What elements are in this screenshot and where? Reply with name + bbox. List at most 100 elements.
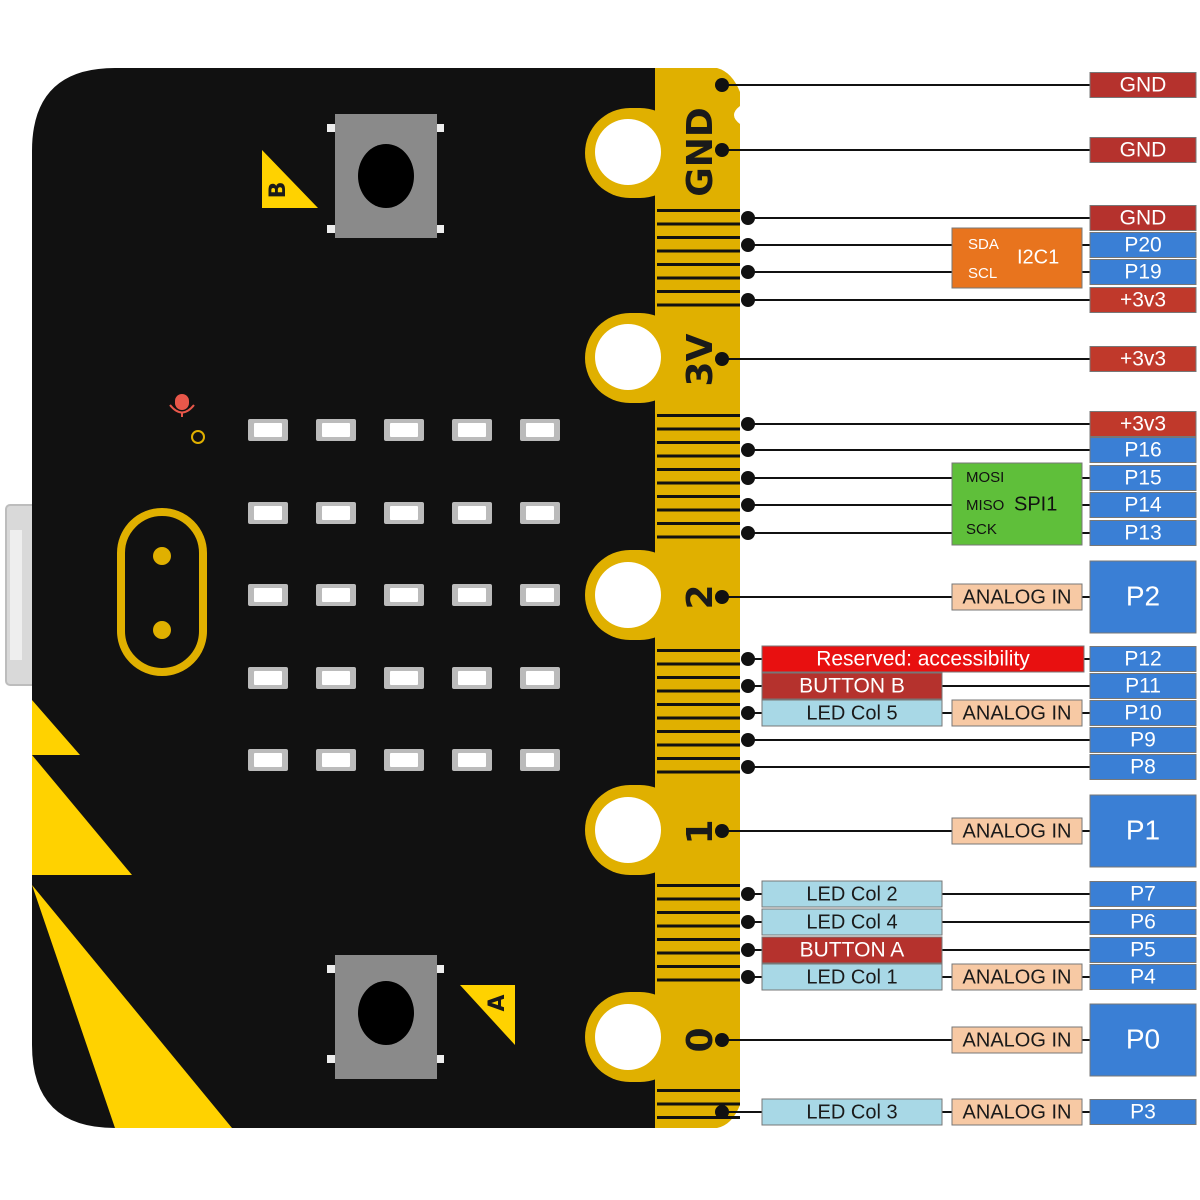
pin-label-gnd-text: GND (1120, 207, 1167, 230)
pin-label-p0: P0 (1089, 1003, 1197, 1077)
pin-label-p8: P8 (1089, 754, 1197, 780)
spi-mosi-label: MOSI (966, 469, 1004, 486)
pin-connector-dot (741, 652, 755, 666)
function-label-led-col-5: LED Col 5 (761, 699, 943, 727)
function-label-led-col-1-text: LED Col 1 (806, 966, 897, 988)
pin-connector-dot (741, 211, 755, 225)
pin-label-p6-text: P6 (1130, 911, 1156, 934)
pin-label-p4-text: P4 (1130, 966, 1156, 989)
led-matrix (248, 419, 560, 771)
led (316, 667, 356, 689)
pin-label-gnd-text: GND (1120, 139, 1167, 162)
led (520, 667, 560, 689)
analog-in-label-text: ANALOG IN (963, 702, 1072, 724)
analog-in-label-text: ANALOG IN (963, 1101, 1072, 1123)
pin-connector-dot (715, 824, 729, 838)
led (452, 749, 492, 771)
pin-label-p5: P5 (1089, 937, 1197, 963)
pin-label-p14-text: P14 (1124, 494, 1162, 517)
pin-label-p13: P13 (1089, 520, 1197, 546)
edge-label-2: 2 (680, 584, 721, 609)
pin-connector-dot (741, 943, 755, 957)
pin-connector-dot (715, 1033, 729, 1047)
pin-connector-dot (741, 293, 755, 307)
function-label-button-a: BUTTON A (761, 936, 943, 964)
pin-label-p14: P14 (1089, 492, 1197, 518)
edge-label-gnd: GND (680, 107, 721, 197)
analog-in-label-text: ANALOG IN (963, 1029, 1072, 1051)
pin-connector-dot (741, 760, 755, 774)
pin-label-p5-text: P5 (1130, 939, 1156, 962)
analog-in-label: ANALOG IN (951, 1026, 1083, 1054)
pin-label-p15-text: P15 (1124, 467, 1161, 490)
pin-connector-dot (741, 238, 755, 252)
pin-label-p11: P11 (1089, 673, 1197, 699)
pin-label-p16-text: P16 (1124, 439, 1161, 462)
pin-label-p16: P16 (1089, 437, 1197, 463)
led (248, 667, 288, 689)
pin-connector-dot (741, 498, 755, 512)
analog-in-label-text: ANALOG IN (963, 966, 1072, 988)
pin-connector-dot (715, 590, 729, 604)
pin-label-gnd: GND (1089, 205, 1197, 231)
i2c-name-label: I2C1 (1017, 246, 1059, 268)
pin-label-p3-text: P3 (1130, 1101, 1156, 1124)
spi-sck-label: SCK (966, 521, 997, 538)
button-a[interactable]: A (327, 955, 515, 1079)
pin-label-p20: P20 (1089, 232, 1197, 258)
led (452, 502, 492, 524)
pin-connector-dot (715, 143, 729, 157)
pin-label-p1-text: P1 (1126, 814, 1160, 845)
analog-in-label-text: ANALOG IN (963, 586, 1072, 608)
led (248, 502, 288, 524)
i2c-scl-label: SCL (968, 265, 997, 282)
pin-label-p11-text: P11 (1125, 675, 1161, 698)
pin-label-p6: P6 (1089, 909, 1197, 935)
pin-label-p20-text: P20 (1124, 234, 1161, 257)
function-label-button-b: BUTTON B (761, 672, 943, 700)
pin-connector-dot (741, 526, 755, 540)
analog-in-label: ANALOG IN (951, 699, 1083, 727)
edge-pad-3v: 3V (585, 313, 721, 403)
pin-label-p19-text: P19 (1124, 261, 1161, 284)
led (248, 419, 288, 441)
led (316, 749, 356, 771)
pin-label-p1: P1 (1089, 794, 1197, 868)
led (316, 419, 356, 441)
led (520, 749, 560, 771)
pin-label-p9-text: P9 (1130, 729, 1156, 752)
led (452, 667, 492, 689)
pin-connector-dot (715, 1105, 729, 1119)
pin-label-p13-text: P13 (1124, 522, 1161, 545)
pin-label-plus3v3-text: +3v3 (1120, 413, 1166, 436)
button-b[interactable]: B (262, 114, 444, 238)
pin-connector-dot (741, 265, 755, 279)
pin-label-p10: P10 (1089, 700, 1197, 726)
analog-in-label: ANALOG IN (951, 817, 1083, 845)
function-label-led-col-4: LED Col 4 (761, 908, 943, 936)
pin-connector-dot (741, 706, 755, 720)
analog-in-label-text: ANALOG IN (963, 820, 1072, 842)
touch-logo-icon (117, 508, 207, 676)
pin-label-p4: P4 (1089, 964, 1197, 990)
function-label-led-col-2: LED Col 2 (761, 880, 943, 908)
pin-connector-dot (741, 471, 755, 485)
pin-label-p9: P9 (1089, 727, 1197, 753)
button-b-label: B (266, 182, 291, 199)
edge-label-0: 0 (680, 1027, 721, 1052)
pin-label-p10-text: P10 (1124, 702, 1161, 725)
led (384, 667, 424, 689)
edge-label-3v: 3V (680, 333, 721, 386)
pin-label-plus3v3-text: +3v3 (1120, 289, 1166, 312)
pin-connector-dot (741, 417, 755, 431)
analog-in-label: ANALOG IN (951, 1098, 1083, 1126)
led (384, 419, 424, 441)
button-a-label: A (485, 994, 510, 1011)
pin-connector-dot (741, 970, 755, 984)
spi-name-label: SPI1 (1014, 493, 1057, 515)
led (316, 502, 356, 524)
led (452, 584, 492, 606)
function-label-led-col-1: LED Col 1 (761, 963, 943, 991)
